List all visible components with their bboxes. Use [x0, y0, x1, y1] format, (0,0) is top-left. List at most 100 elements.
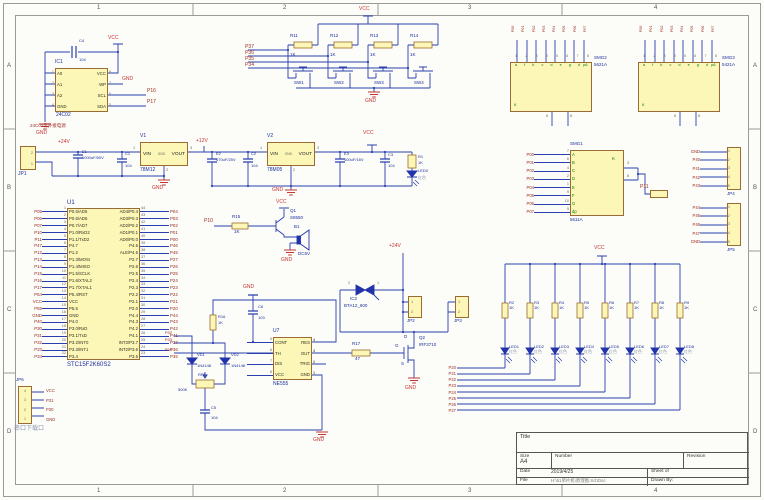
smg1-ref: SMG1 [570, 141, 583, 146]
tb-drawn-by: Drawn By: [647, 477, 749, 486]
connector-jp6[interactable] [18, 386, 32, 424]
v2-pin2: 2 [293, 168, 296, 172]
ic2-part: BTA12_600 [344, 303, 368, 308]
e2-ref: E2 [216, 151, 221, 156]
r1-ref: R1 [418, 154, 424, 159]
q2-source-label: S [401, 361, 405, 366]
smg2-anode-label: A [585, 62, 588, 67]
c3-ref: C3 [388, 152, 394, 157]
zone-row: B [753, 185, 758, 191]
net-label: P33 [164, 337, 172, 342]
b1-val: DC5V [298, 251, 311, 256]
c2-ref: C2 [251, 151, 257, 156]
zone-row: B [7, 185, 12, 191]
key-resistor-labels: R11 1K R12 1K R13 1K R14 1K [290, 33, 419, 57]
smg1-cathode-label: K [612, 156, 616, 161]
smg3-bot-pin: 8 [698, 114, 701, 118]
net-label: P34 [164, 347, 172, 352]
zone-col: 1 [97, 5, 101, 11]
smg3-bot-pin: 6 [674, 114, 677, 118]
tb-file: H:\51单片机\原理图.SchDoc [551, 477, 647, 486]
connector-jp5[interactable] [727, 203, 741, 246]
rp1-val: 500K [178, 387, 188, 392]
connector-jp4[interactable] [727, 147, 741, 190]
eeprom-24c02[interactable] [55, 68, 108, 112]
smg2-cathode-label: K [514, 102, 517, 107]
smg2-bot-pin: 8 [570, 114, 573, 118]
r15-ref: R15 [232, 214, 241, 219]
jp1-ref: JP1 [18, 171, 27, 177]
gnd-net-label: GND [272, 187, 284, 193]
q1-part: S8550 [290, 215, 304, 220]
zone-row: D [7, 429, 12, 435]
v2-pin3: 3 [317, 146, 320, 150]
smg3-anode-label: A [713, 62, 716, 67]
zone-col: 2 [283, 488, 287, 494]
smg1-part: 5611A [570, 217, 583, 222]
display-smg3[interactable] [638, 62, 720, 112]
plus24v-label: +24V [389, 243, 401, 249]
zone-row: A [753, 63, 758, 69]
display-smg1[interactable] [570, 150, 624, 216]
ic2-ref: IC2 [350, 296, 358, 301]
vcc-net-label: VCC [594, 245, 605, 251]
mcu-stc15[interactable] [67, 208, 140, 360]
c3-val: 104 [388, 163, 395, 168]
smg2-part: 5621A [594, 62, 608, 67]
q2-part: IRF3710 [419, 342, 437, 347]
bank-resistor-labels: R2 1K R3 1K R4 1K R5 1K R6 1K R7 1K R8 1… [509, 300, 690, 310]
timer-ne555[interactable] [273, 337, 312, 380]
mcu-ref: U1 [67, 200, 75, 206]
gnd-net-label: GND [365, 98, 377, 104]
c5-val: 104 [211, 415, 218, 420]
jp4-ref: JP4 [727, 191, 735, 196]
smg2-ref: SMG2 [594, 55, 607, 60]
c1-ref: C1 [125, 151, 131, 156]
c6-val: 103 [258, 315, 265, 320]
e1-val: 1000uF/50V [82, 155, 104, 160]
tb-file-label: File [517, 477, 551, 486]
e1-ref: E1 [82, 149, 87, 154]
net-label: P36 [245, 50, 254, 56]
eeprom-part: 24C02 [56, 112, 71, 118]
r15-val: 1K [234, 229, 240, 234]
jp2-ref: JP2 [407, 318, 415, 323]
connector-p11[interactable] [650, 190, 668, 198]
gnd-net-label: GND [281, 257, 293, 263]
gnd-net-label: GND [405, 385, 417, 391]
net-label: P37 [245, 44, 254, 50]
display-smg2[interactable] [510, 62, 592, 112]
c2-val: 104 [251, 163, 258, 168]
zone-col: 3 [468, 5, 472, 11]
net-p16: P16 [147, 88, 156, 94]
c6-ref: C6 [258, 304, 264, 309]
net-p10: P10 [204, 218, 213, 224]
r16-val: 1K [218, 320, 223, 325]
v2-pin1: 1 [260, 146, 263, 150]
tb-title-label: Title [517, 433, 749, 453]
b1-ref: B1 [294, 224, 300, 229]
vcc-net-label: VCC [108, 35, 119, 41]
vcc-net-label: VCC [363, 130, 374, 136]
u7-ref: U7 [273, 328, 280, 334]
net-label: P32 [164, 330, 172, 335]
vd2-ref: VD2 [231, 352, 239, 357]
